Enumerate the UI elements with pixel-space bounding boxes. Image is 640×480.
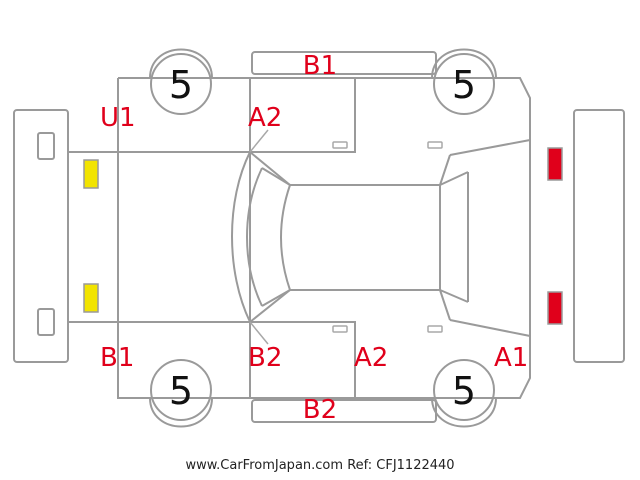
- damage-labels: B1 U1 A2 B1 B2 A2 A1 B2: [100, 51, 528, 425]
- tire-front-right-tread: 5: [169, 369, 193, 413]
- footer-site: www.CarFromJapan.com: [185, 458, 344, 473]
- tire-rear-right: [433, 359, 495, 421]
- damage-label-top-front-door: A2: [248, 103, 282, 133]
- tire-front-left-tread: 5: [169, 63, 193, 107]
- damage-label-top-panel: B1: [303, 51, 337, 81]
- damage-label-bottom-front-door: B2: [248, 343, 282, 373]
- taillight-marker-right: [547, 291, 563, 325]
- tire-front-right: [150, 359, 212, 421]
- tire-rear-right-tread: 5: [452, 369, 476, 413]
- tire-rear-left: [433, 53, 495, 115]
- watermark-footer: www.CarFromJapan.com Ref: CFJ1122440: [0, 458, 640, 473]
- front-bumper: [13, 109, 69, 363]
- damage-label-bottom-left-corner: B1: [100, 343, 134, 373]
- damage-label-bottom-rear-door: A2: [354, 343, 388, 373]
- taillight-marker-left: [547, 147, 563, 181]
- rear-bumper: [573, 109, 625, 363]
- footer-ref: Ref: CFJ1122440: [347, 458, 455, 473]
- tire-rear-left-tread: 5: [452, 63, 476, 107]
- tire-front-left: [150, 53, 212, 115]
- headlight-marker-left: [83, 159, 99, 189]
- damage-label-top-left-corner: U1: [100, 103, 136, 133]
- headlight-marker-right: [83, 283, 99, 313]
- damage-label-bottom-right-corner: A1: [494, 343, 528, 373]
- light-markers: [83, 147, 563, 325]
- damage-label-bottom-panel: B2: [303, 395, 337, 425]
- wheels: 5 5 5 5: [149, 48, 497, 428]
- car-body: [67, 77, 531, 399]
